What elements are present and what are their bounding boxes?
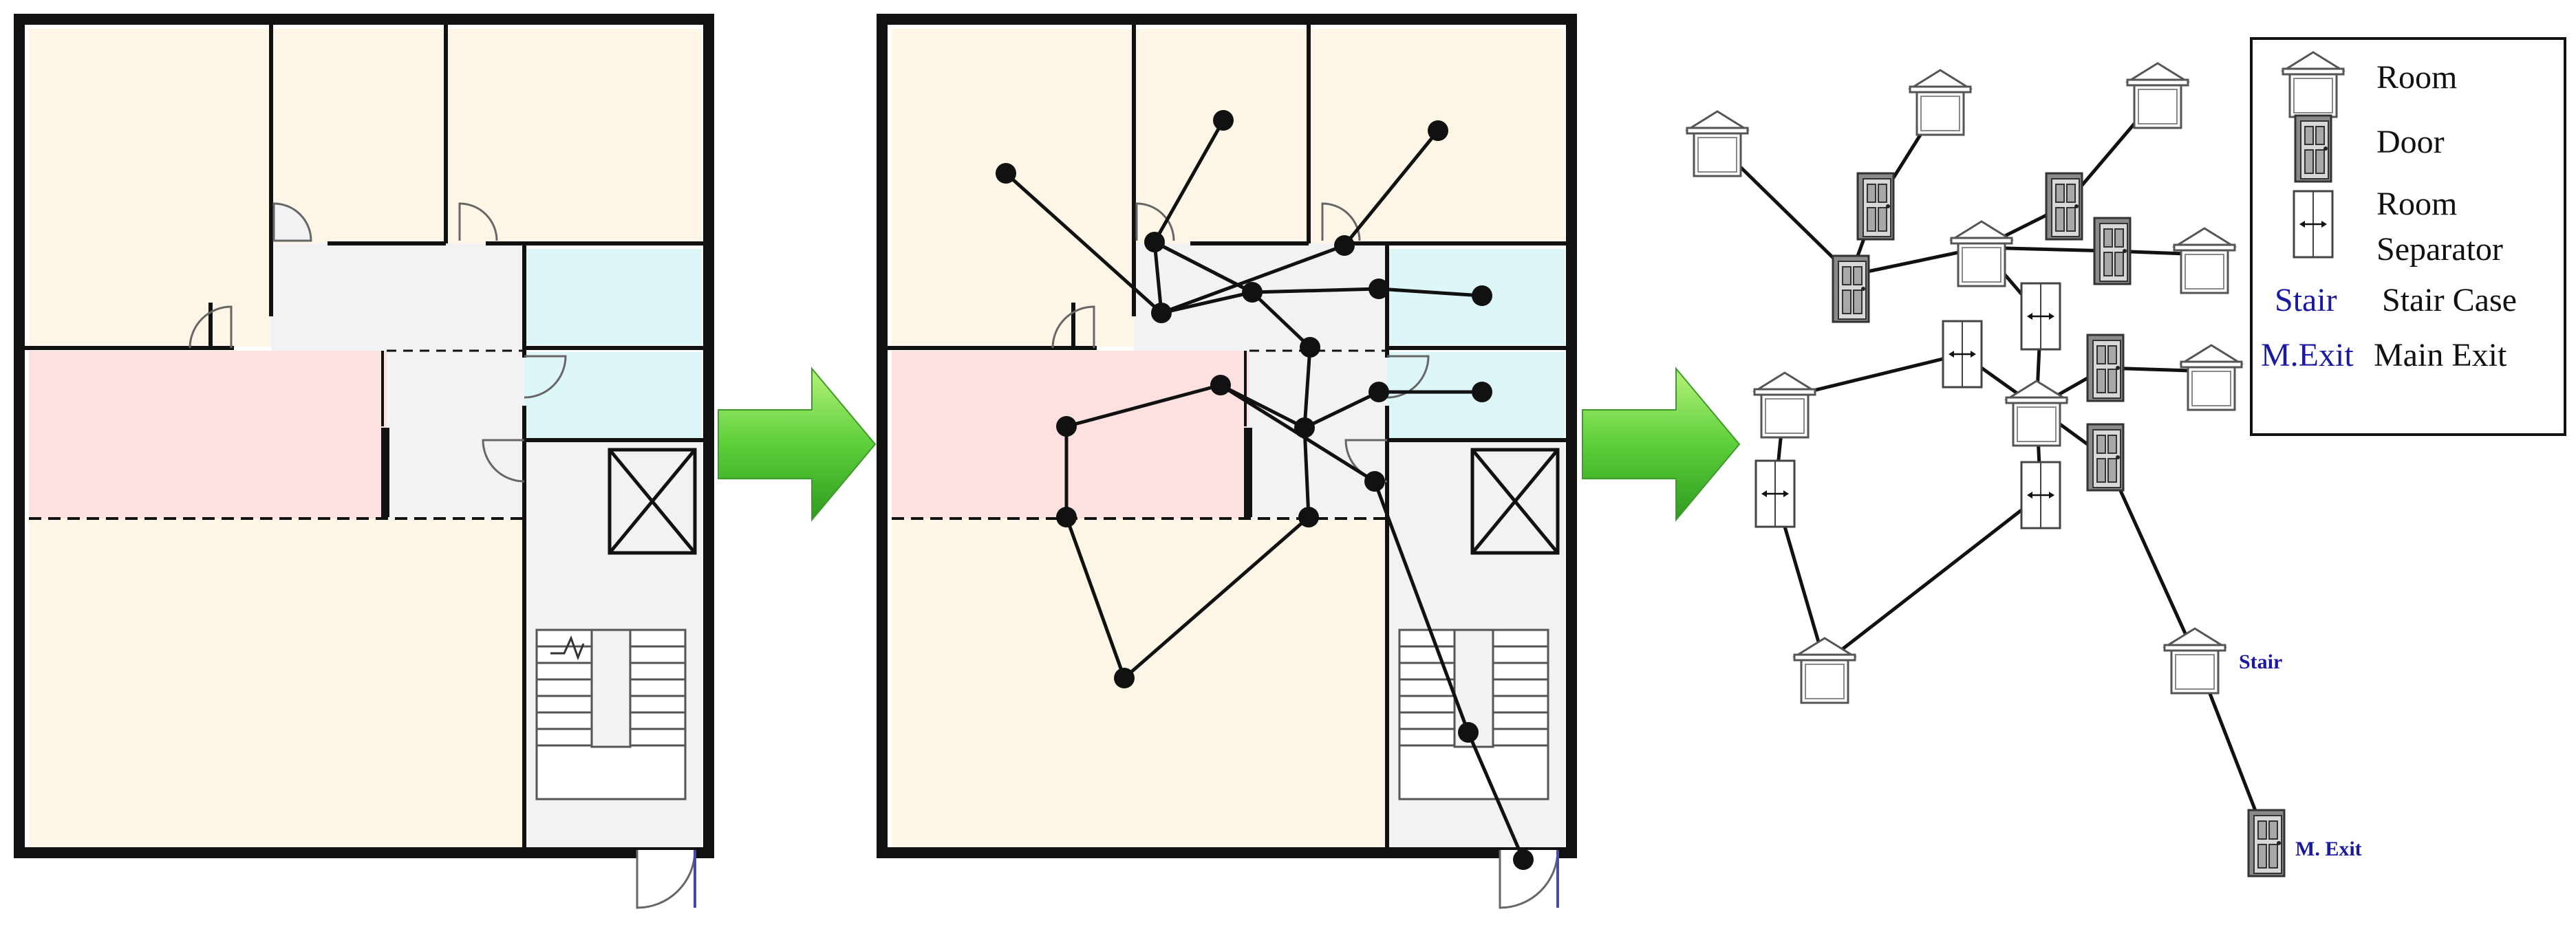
- room-cyan-upper: [524, 249, 702, 345]
- graph-panel: Stair M. Exit: [1686, 62, 2362, 877]
- graph-stair-node: [2163, 627, 2226, 695]
- room-pink: [29, 351, 387, 519]
- legend-separator-label-1: Room: [2376, 186, 2457, 222]
- legend-main-exit-label: Main Exit: [2374, 337, 2507, 373]
- graph-room-node: [1950, 220, 2013, 287]
- stair-node-label: Stair: [2239, 651, 2282, 673]
- graph-room-node: [1753, 371, 1816, 439]
- stairs-symbol: [535, 629, 687, 800]
- graph-door-node: [2086, 334, 2125, 402]
- graph-room-node: [2180, 344, 2243, 411]
- graph-separator-node: [2020, 461, 2061, 530]
- graph-door-node: [1856, 172, 1895, 241]
- door-swings: [189, 202, 696, 909]
- arrow-right-2: [1582, 367, 1741, 522]
- elevator-box: [608, 448, 697, 555]
- walls: [14, 14, 714, 858]
- floor-plan-panel: [14, 14, 714, 909]
- legend-door-icon: [2294, 114, 2332, 183]
- graph-separator-node: [1754, 459, 1796, 528]
- graph-room-node: [1909, 69, 1972, 136]
- legend-stair-symbol: Stair: [2275, 282, 2337, 318]
- network-edges: [1005, 119, 1525, 860]
- graph-main-exit-node: [2247, 809, 2286, 877]
- legend-main-exit-symbol: M.Exit: [2261, 337, 2354, 373]
- main-exit-node-label: M. Exit: [2295, 838, 2362, 860]
- graph-room-node: [1686, 110, 1749, 177]
- graph-separator-node: [1942, 320, 1983, 389]
- graph-door-node: [2086, 423, 2125, 492]
- graph-door-node: [2045, 172, 2083, 241]
- room-bottom: [29, 519, 524, 849]
- graph-door-node: [1832, 254, 1870, 323]
- graph-edges: [1716, 95, 2268, 840]
- room-top-left: [29, 29, 271, 347]
- room-top-middle: [271, 29, 446, 243]
- graph-room-node: [2126, 62, 2189, 129]
- graph-door-node: [2093, 217, 2132, 285]
- legend-stair-label: Stair Case: [2382, 282, 2517, 318]
- legend: Room Door Room Separator Stair Stair Cas…: [2250, 37, 2566, 436]
- room-cyan-lower: [524, 352, 702, 440]
- network-overlay-panel: [877, 14, 1577, 909]
- legend-separator-label-2: Separator: [2376, 231, 2503, 268]
- arrow-right-1: [718, 367, 877, 522]
- legend-room-label: Room: [2376, 59, 2457, 96]
- legend-door-label: Door: [2376, 124, 2445, 160]
- network-nodes: [996, 110, 1534, 870]
- graph-separator-node: [2020, 282, 2061, 351]
- room-top-right: [446, 29, 702, 243]
- legend-separator-icon: [2293, 190, 2334, 259]
- graph-room-node: [2173, 227, 2236, 294]
